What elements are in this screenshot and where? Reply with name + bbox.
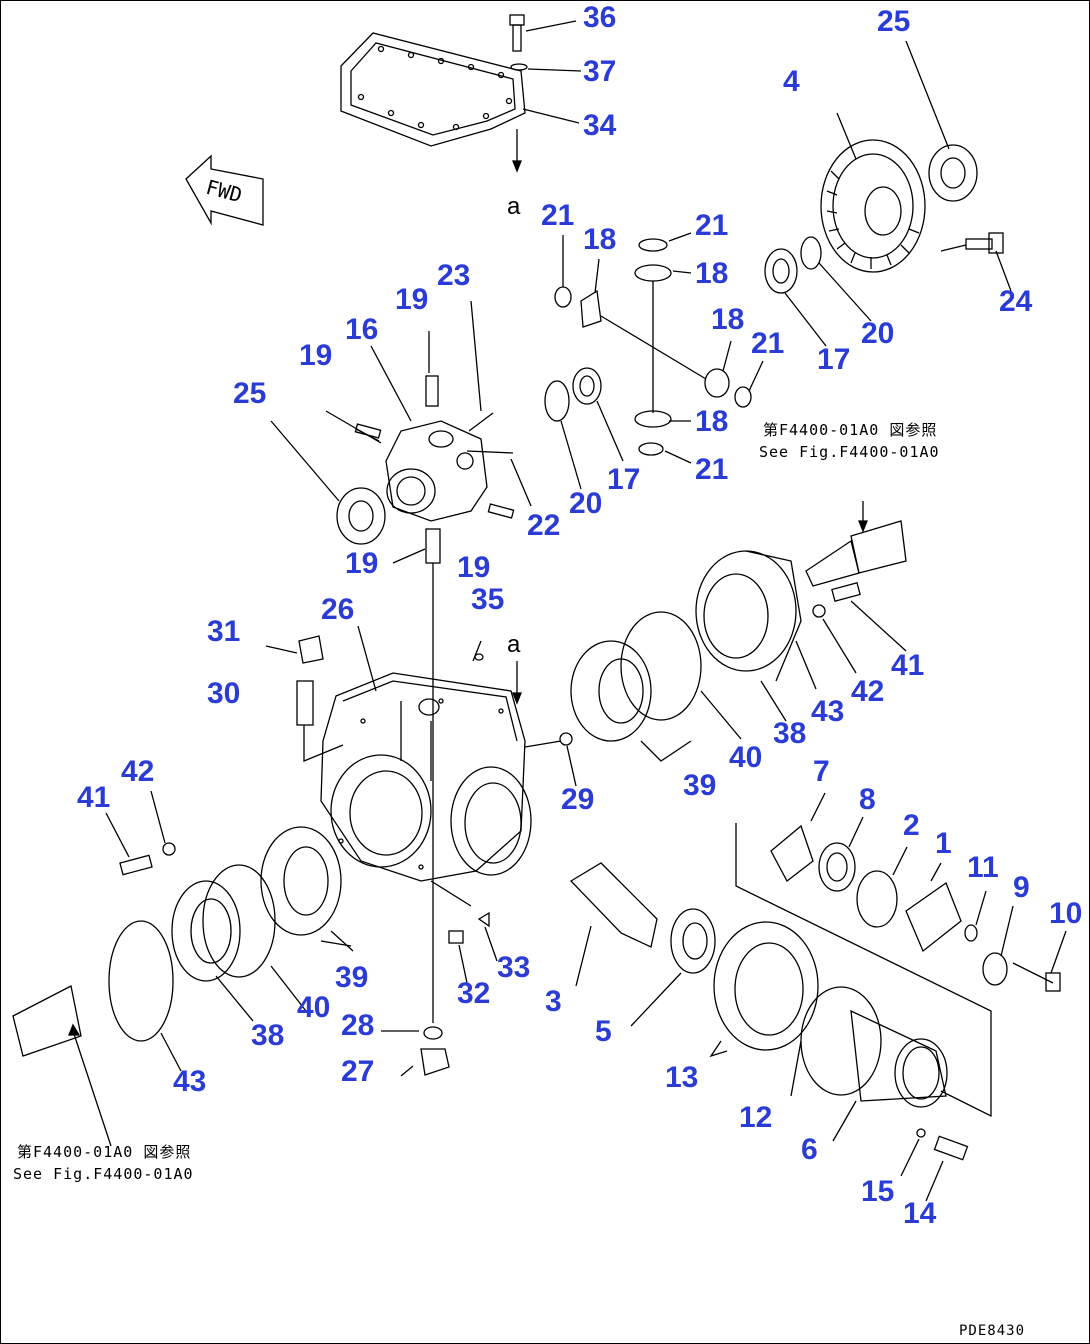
callout-2: 2 [903, 809, 920, 842]
coupling-flange-1 [735, 792, 1067, 1118]
callout-33: 33 [497, 951, 531, 984]
callout-32: 32 [457, 977, 491, 1010]
callout-17-a: 17 [817, 343, 851, 376]
callout-36: 36 [583, 1, 617, 34]
bolt-14-15 [900, 1128, 969, 1202]
left-axle-tube [12, 790, 354, 1147]
callout-13: 13 [665, 1061, 699, 1094]
callout-25-left: 25 [233, 377, 267, 410]
forward-arrow-icon [185, 154, 264, 226]
callout-43-left: 43 [173, 1065, 207, 1098]
callout-14: 14 [903, 1197, 937, 1230]
callout-8: 8 [859, 783, 876, 816]
bearing-25-left [270, 420, 386, 545]
callout-4: 4 [783, 65, 800, 98]
callout-9: 9 [1013, 871, 1030, 904]
callout-21-d: 21 [695, 453, 729, 486]
callout-26: 26 [321, 593, 355, 626]
callout-27: 27 [341, 1055, 375, 1088]
callout-42-right: 42 [851, 675, 885, 708]
callout-21-b: 21 [695, 209, 729, 242]
pinion-shaft-3 [569, 862, 716, 1027]
callout-16: 16 [345, 313, 379, 346]
bolt-24 [940, 232, 1012, 292]
callout-41-right: 41 [891, 649, 925, 682]
callout-18-b: 18 [695, 257, 729, 290]
reference-note-bottom-line2: See Fig.F4400-01A0 [13, 1165, 194, 1183]
callout-10: 10 [1049, 897, 1083, 930]
callout-39-right: 39 [683, 769, 717, 802]
ring-gear-4 [820, 112, 926, 273]
callout-20-b: 20 [569, 487, 603, 520]
callout-38-right: 38 [773, 717, 807, 750]
callout-25-top: 25 [877, 5, 911, 38]
drain-plug-27 [381, 1026, 450, 1077]
cover-plate-34 [340, 32, 526, 173]
callout-40-left: 40 [297, 991, 331, 1024]
callout-18-d: 18 [695, 405, 729, 438]
callout-7: 7 [813, 755, 830, 788]
callout-23: 23 [437, 259, 471, 292]
callout-43-right: 43 [811, 695, 845, 728]
callout-17-b: 17 [607, 463, 641, 496]
right-axle-tube [570, 501, 907, 762]
callout-42-left: 42 [121, 755, 155, 788]
view-letter-top: a [507, 193, 521, 220]
callout-40-right: 40 [729, 741, 763, 774]
callout-19-b: 19 [299, 339, 333, 372]
reference-note-bottom-line1: 第F4400-01A0 図参照 [17, 1143, 192, 1161]
callout-35: 35 [471, 583, 505, 616]
callout-37: 37 [583, 55, 617, 88]
callout-11: 11 [967, 851, 999, 884]
callout-3: 3 [545, 985, 562, 1018]
callout-24: 24 [999, 285, 1033, 318]
callout-19-d: 19 [457, 551, 491, 584]
callout-18-c: 18 [711, 303, 745, 336]
callout-31: 31 [207, 615, 241, 648]
breather-30-31 [265, 635, 344, 762]
callout-22: 22 [527, 509, 561, 542]
view-letter-housing: a [507, 631, 521, 658]
callout-5: 5 [595, 1015, 612, 1048]
bearing-17-middle [544, 367, 624, 490]
callout-21-c: 21 [751, 327, 785, 360]
callout-28: 28 [341, 1009, 375, 1042]
callout-34: 34 [583, 109, 617, 142]
callout-38-left: 38 [251, 1019, 285, 1052]
callout-6: 6 [801, 1133, 818, 1166]
bearing-17-right [764, 236, 872, 347]
bearing-cage-13 [709, 921, 819, 1058]
callout-30: 30 [207, 677, 241, 710]
callout-21-a: 21 [541, 199, 575, 232]
pinion-gears [554, 232, 764, 464]
callout-29: 29 [561, 783, 595, 816]
pin-19-lower [392, 528, 441, 1023]
reference-note-top-line2: See Fig.F4400-01A0 [759, 443, 940, 461]
callout-20-a: 20 [861, 317, 895, 350]
callout-15: 15 [861, 1175, 895, 1208]
callout-18-a: 18 [583, 223, 617, 256]
differential-case-16 [325, 300, 532, 522]
callout-12: 12 [739, 1101, 773, 1134]
callout-19-c: 19 [345, 547, 379, 580]
bolt-36 [509, 14, 582, 124]
callout-41-left: 41 [77, 781, 111, 814]
callout-39-left: 39 [335, 961, 369, 994]
bolt-29 [524, 732, 577, 787]
callout-19-a: 19 [395, 283, 429, 316]
axle-housing-26 [320, 625, 532, 882]
callout-1: 1 [935, 827, 952, 860]
reference-note-top-line1: 第F4400-01A0 図参照 [763, 421, 938, 439]
carrier-6 [790, 986, 948, 1142]
drawing-code: PDE8430 [959, 1323, 1026, 1339]
bearing-25-top [905, 40, 978, 202]
plug-32-33 [430, 880, 498, 984]
